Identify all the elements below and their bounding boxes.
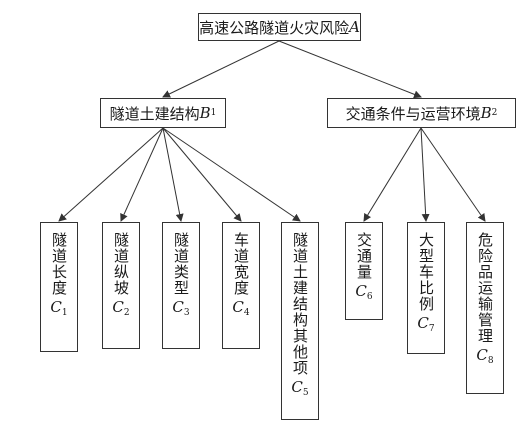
leaf-node-c4: 车道宽度 C4 <box>222 222 260 349</box>
leaf-node-subscript: 6 <box>366 292 373 302</box>
leaf-node-label: 隧道纵坡 <box>112 232 130 296</box>
leaf-node-code: C <box>291 378 303 396</box>
root-node-label: 高速公路隧道火灾风险 <box>199 18 350 37</box>
leaf-node-label: 隧道长度 <box>50 232 68 296</box>
connector-arrow <box>162 40 280 98</box>
leaf-node-subscript: 5 <box>302 388 309 398</box>
connector-arrow <box>420 127 430 222</box>
leaf-node-subscript: 1 <box>61 308 68 318</box>
leaf-node-subscript: 7 <box>428 324 435 334</box>
leaf-node-code: C <box>355 282 367 300</box>
connector-arrow <box>363 127 422 222</box>
leaf-node-subscript: 4 <box>243 308 250 318</box>
leaf-node-c6: 交通量 C6 <box>345 222 383 320</box>
group-node-label: 隧道土建结构 <box>109 104 200 123</box>
leaf-node-label: 隧道土建结构其他项 <box>291 232 309 376</box>
leaf-node-c2: 隧道纵坡 C2 <box>102 222 140 349</box>
leaf-node-subscript: 8 <box>487 356 494 366</box>
leaf-node-code: C <box>417 314 429 332</box>
leaf-node-label: 危险品运输管理 <box>476 232 494 344</box>
leaf-node-label: 隧道类型 <box>172 232 190 296</box>
group-node-label: 交通条件与运营环境 <box>345 104 481 123</box>
connector-arrow <box>120 127 164 222</box>
leaf-node-code: C <box>112 298 124 316</box>
group-node-subscript: 1 <box>210 108 217 118</box>
leaf-node-subscript: 3 <box>183 308 190 318</box>
root-node-code: A <box>349 18 360 36</box>
connector-arrow <box>278 40 422 99</box>
connector-lines <box>58 40 486 222</box>
connector-arrow <box>58 127 164 222</box>
leaf-node-c5: 隧道土建结构其他项 C5 <box>281 222 319 420</box>
leaf-node-c7: 大型车比例 C7 <box>407 222 445 354</box>
leaf-node-subscript: 2 <box>123 308 130 318</box>
connector-arrow <box>420 127 486 222</box>
leaf-node-label: 大型车比例 <box>417 232 435 312</box>
leaf-node-label: 交通量 <box>355 232 373 280</box>
leaf-node-code: C <box>172 298 184 316</box>
leaf-node-code: C <box>476 346 488 364</box>
group-node-code: B <box>480 104 492 122</box>
connector-arrow <box>162 127 184 222</box>
leaf-node-label: 车道宽度 <box>232 232 250 296</box>
leaf-node-code: C <box>50 298 62 316</box>
leaf-node-code: C <box>232 298 244 316</box>
group-node-code: B <box>199 104 211 122</box>
leaf-node-c3: 隧道类型 C3 <box>162 222 200 349</box>
connector-arrow <box>162 127 242 222</box>
connector-arrow <box>162 127 301 222</box>
leaf-node-c8: 危险品运输管理 C8 <box>466 222 504 394</box>
leaf-node-c1: 隧道长度 C1 <box>40 222 78 352</box>
group-node-subscript: 2 <box>491 108 498 118</box>
